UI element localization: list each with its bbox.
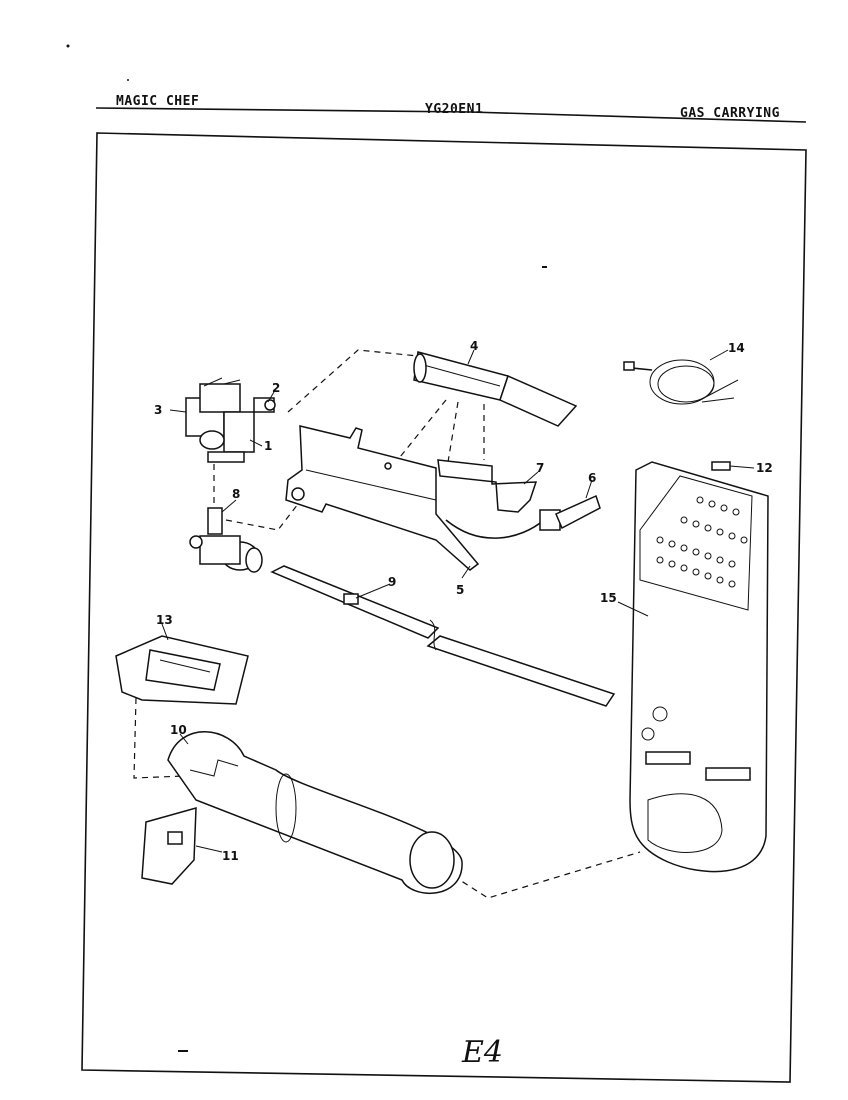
burner-box [115, 635, 249, 705]
igniter-bracket [437, 459, 538, 513]
callout-leader [585, 479, 593, 499]
leader-line [443, 851, 641, 899]
model-number: YG20EN1 [425, 102, 484, 117]
vent-holes [656, 496, 748, 588]
header-rule-right [469, 111, 807, 123]
callout-3: 3 [154, 403, 162, 417]
stray-mark [542, 266, 547, 268]
wire-harness [623, 359, 739, 405]
stray-mark [127, 79, 129, 81]
stray-mark [178, 1050, 188, 1052]
callout-8: 8 [232, 487, 240, 501]
section-title: GAS CARRYING [680, 106, 780, 121]
callout-13: 13 [156, 613, 173, 627]
callout-14: 14 [728, 341, 745, 355]
callout-5: 5 [456, 583, 464, 597]
burner-tube [270, 565, 616, 707]
leader-line [395, 399, 447, 463]
callout-leader [179, 733, 189, 745]
header-rule-left [95, 107, 471, 113]
leader-line [447, 401, 459, 463]
callout-leader [523, 471, 539, 485]
igniter [445, 494, 601, 539]
callout-11: 11 [222, 849, 239, 863]
brand-label: MAGIC CHEF [116, 94, 200, 109]
stray-mark [66, 44, 70, 48]
callout-leader [195, 845, 223, 853]
leader-line [225, 503, 299, 531]
callout-1: 1 [264, 439, 272, 453]
callout-12: 12 [756, 461, 773, 475]
callout-leader [467, 349, 475, 365]
callout-10: 10 [170, 723, 187, 737]
callout-2: 2 [272, 381, 280, 395]
callout-15: 15 [600, 591, 617, 605]
leader-line [287, 349, 419, 413]
burner-panel [629, 461, 769, 873]
leader-line [133, 697, 185, 779]
callout-leader [249, 439, 263, 447]
combustion-chamber [167, 731, 463, 894]
callout-leader [221, 499, 237, 513]
gas-valve [185, 377, 276, 463]
callout-leader [161, 623, 169, 641]
burner-bracket [413, 351, 578, 427]
callout-4: 4 [470, 339, 478, 353]
orifice-fitting [189, 507, 263, 573]
callout-leader [355, 583, 391, 599]
callout-9: 9 [388, 575, 396, 589]
page-mark: E4 [461, 1035, 503, 1070]
callout-6: 6 [588, 471, 596, 485]
callout-leader [617, 601, 649, 617]
mounting-bracket [285, 425, 480, 571]
diagram-frame [81, 132, 807, 1083]
callout-leader [709, 349, 729, 361]
callout-leader [461, 565, 471, 579]
callout-7: 7 [536, 461, 544, 475]
screw [711, 461, 731, 471]
callout-leader [729, 465, 755, 469]
callout-leader [169, 409, 187, 413]
callout-leader [267, 391, 275, 403]
chamber-bracket [141, 807, 197, 885]
